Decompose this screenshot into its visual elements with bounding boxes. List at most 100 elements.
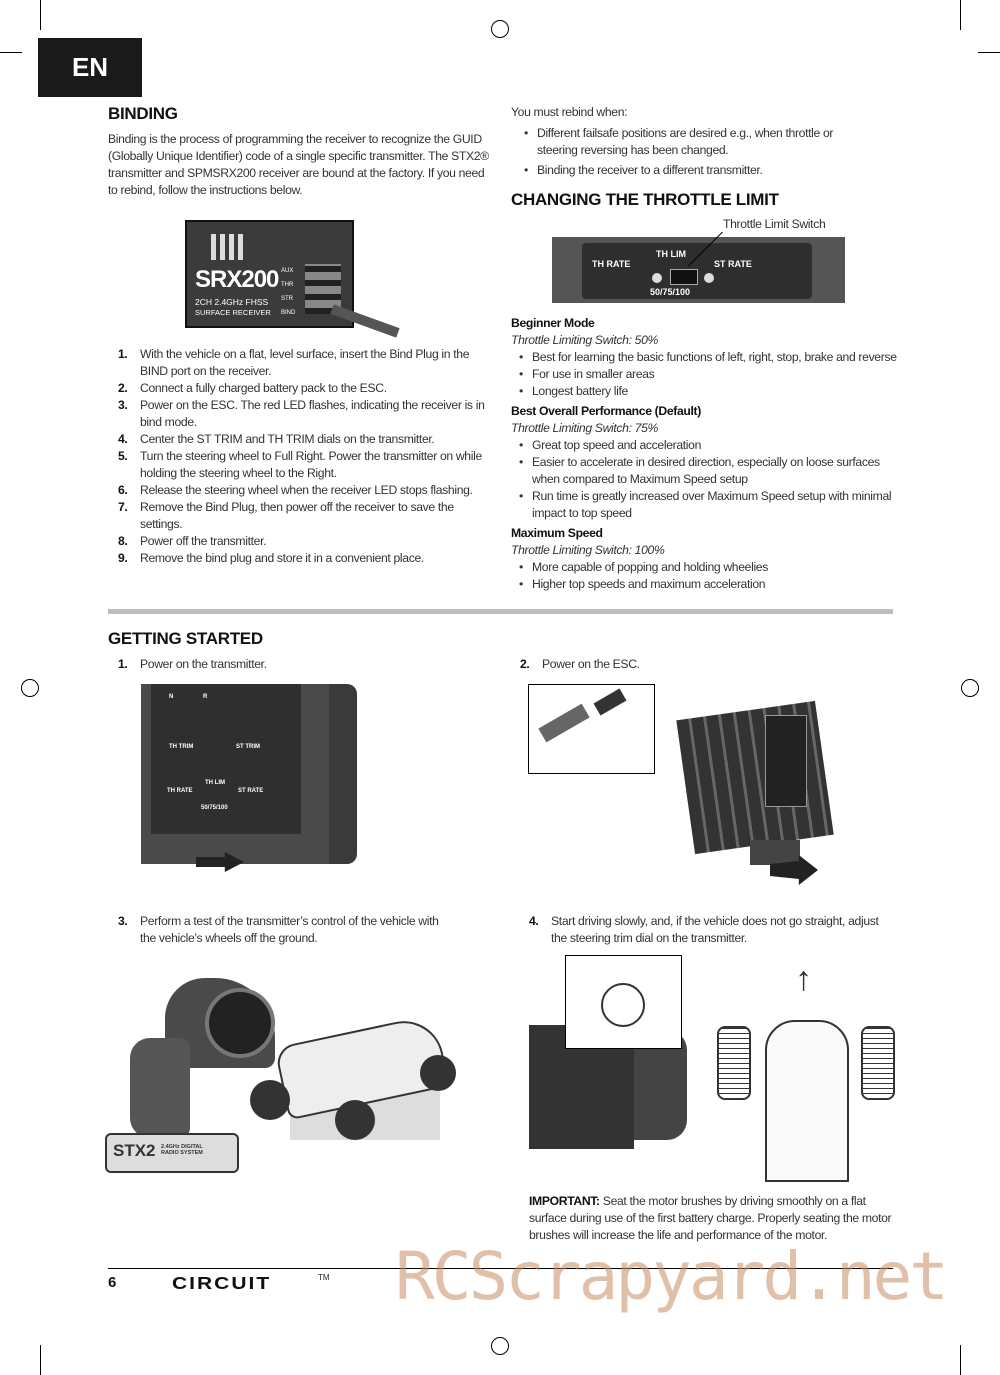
step-number: 3.	[118, 398, 128, 412]
watermark: RCScrapyard.net	[395, 1238, 949, 1315]
mode-name: Maximum Speed	[511, 526, 603, 540]
throttle-title: CHANGING THE THROTTLE LIMIT	[511, 190, 779, 209]
step-text: Remove the bind plug and store it in a c…	[140, 551, 424, 565]
mode-list: More capable of popping and holding whee…	[511, 559, 901, 593]
st-rate-label: ST RATE	[714, 259, 752, 269]
crop-mark	[40, 0, 41, 30]
crop-mark	[40, 1345, 41, 1375]
binding-title: BINDING	[108, 104, 178, 123]
n-label: N	[169, 694, 174, 700]
step-text: Start driving slowly, and, if the vehicl…	[551, 914, 879, 945]
step-text: Connect a fully charged battery pack to …	[140, 381, 387, 395]
transmitter-subtitle: 2.4GHz DIGITAL RADIO SYSTEM	[161, 1144, 203, 1156]
receiver-illustration: SRX200 2CH 2.4GHz FHSS SURFACE RECEIVER …	[185, 220, 354, 328]
step-number: 1.	[118, 657, 128, 671]
connector-inset	[528, 684, 655, 774]
binding-step: 6. Release the steering wheel when the re…	[108, 482, 493, 499]
binding-step: 7.Remove the Bind Plug, then power off t…	[108, 499, 493, 533]
mode-list: Best for learning the basic functions of…	[511, 349, 901, 400]
port-label: THR	[281, 282, 294, 288]
gs-step-2: 2.Power on the ESC.	[510, 656, 890, 673]
mode-item: Best for learning the basic functions of…	[511, 349, 901, 366]
step-number: 6.	[118, 483, 128, 497]
step-text: Remove the Bind Plug, then power off the…	[140, 500, 454, 531]
binding-step: 1. With the vehicle on a flat, level surf…	[108, 346, 493, 380]
steering-arrows-icon: ↑	[795, 960, 812, 998]
th-trim-label: TH TRIM	[169, 744, 194, 750]
gs-step-4: 4. Start driving slowly, and, if the vehi…	[519, 913, 879, 947]
crop-mark	[960, 1345, 961, 1375]
mode-setting: Throttle Limiting Switch: 50%	[511, 333, 658, 347]
step-text: Power off the transmitter.	[140, 534, 267, 548]
trademark: TM	[318, 1273, 330, 1282]
mode-setting: Throttle Limiting Switch: 75%	[511, 421, 658, 435]
step-number: 9.	[118, 551, 128, 565]
important-label: IMPORTANT:	[529, 1194, 600, 1208]
binding-step: 5.Turn the steering wheel to Full Right.…	[108, 448, 493, 482]
getting-started-title: GETTING STARTED	[108, 629, 263, 648]
trim-dial-icon	[601, 983, 645, 1027]
registration-mark-icon	[21, 679, 39, 697]
step-number: 3.	[118, 914, 128, 928]
binding-intro: Binding is the process of programming th…	[108, 132, 489, 197]
step-text: Center the ST TRIM and TH TRIM dials on …	[140, 432, 435, 446]
important-note: IMPORTANT: Seat the motor brushes by dri…	[529, 1193, 894, 1244]
registration-mark-icon	[961, 679, 979, 697]
binding-step: 9. Remove the bind plug and store it in a…	[108, 550, 493, 567]
step-text: Power on the transmitter.	[140, 657, 267, 671]
step-text: Power on the ESC.	[542, 657, 640, 671]
step-number: 1.	[118, 347, 128, 361]
step-number: 2.	[118, 381, 128, 395]
st-rate-label: ST RATE	[238, 788, 264, 794]
crop-mark	[960, 0, 961, 30]
crop-mark	[0, 52, 22, 53]
transmitter-brand: STX2	[113, 1141, 156, 1160]
th-lim-scale: 50/75/100	[650, 287, 691, 297]
port-label: STR	[281, 296, 293, 302]
th-rate-label: TH RATE	[167, 788, 193, 794]
crop-mark	[978, 52, 1000, 53]
receiver-spec: 2CH 2.4GHz FHSS	[195, 297, 269, 307]
receiver-ports: AUX THR STR BIND	[281, 264, 301, 320]
throttle-limit-switch	[670, 269, 698, 285]
st-trim-label: ST TRIM	[236, 744, 260, 750]
vehicle-illustration	[250, 1010, 470, 1140]
language-tab: EN	[38, 38, 142, 97]
port-label: BIND	[281, 310, 296, 316]
receiver-model: SRX200	[195, 266, 279, 293]
receiver-type: SURFACE RECEIVER	[195, 308, 271, 317]
mode-item: Longest battery life	[511, 383, 901, 400]
step-number: 8.	[118, 534, 128, 548]
registration-mark-icon	[491, 1337, 509, 1355]
section-divider	[108, 609, 893, 614]
throttle-limit-callout: Throttle Limit Switch	[723, 217, 826, 231]
mode-item: For use in smaller areas	[511, 366, 901, 383]
step-number: 4.	[529, 914, 539, 928]
mode-item: Run time is greatly increased over Maxim…	[511, 488, 901, 522]
binding-step: 8. Power off the transmitter.	[108, 533, 493, 550]
binding-step: 3.Power on the ESC. The red LED flashes,…	[108, 397, 493, 431]
steering-trim-illustration	[529, 955, 687, 1180]
mode-item: More capable of popping and holding whee…	[511, 559, 901, 576]
mode-item: Higher top speeds and maximum accelerati…	[511, 576, 901, 593]
rebind-item: Binding the receiver to a different tran…	[516, 162, 876, 179]
mode-item: Easier to accelerate in desired directio…	[511, 454, 901, 488]
rebind-item: Different failsafe positions are desired…	[516, 125, 876, 159]
throttle-modes: Beginner Mode Throttle Limiting Switch: …	[511, 315, 901, 593]
th-rate-label: TH RATE	[592, 259, 631, 269]
step-text: Release the steering wheel when the rece…	[140, 483, 473, 497]
step-text: With the vehicle on a flat, level surfac…	[140, 347, 470, 378]
binding-step: 2. Connect a fully charged battery pack t…	[108, 380, 493, 397]
step-number: 5.	[118, 449, 128, 463]
th-lim-scale: 50/75/100	[201, 805, 228, 811]
mode-list: Great top speed and accelerationEasier t…	[511, 437, 901, 522]
page-number: 6	[108, 1274, 117, 1291]
rebind-intro: You must rebind when:	[511, 105, 628, 119]
gs-step-1: 1. Power on the transmitter.	[108, 656, 488, 673]
throttle-panel-illustration: TH RATE TH LIM ST RATE 50/75/100	[552, 237, 845, 303]
stx2-transmitter-illustration: STX2 2.4GHz DIGITAL RADIO SYSTEM	[105, 958, 295, 1173]
footer-rule	[108, 1268, 893, 1269]
th-lim-label: TH LIM	[656, 249, 686, 259]
mode-setting: Throttle Limiting Switch: 100%	[511, 543, 665, 557]
